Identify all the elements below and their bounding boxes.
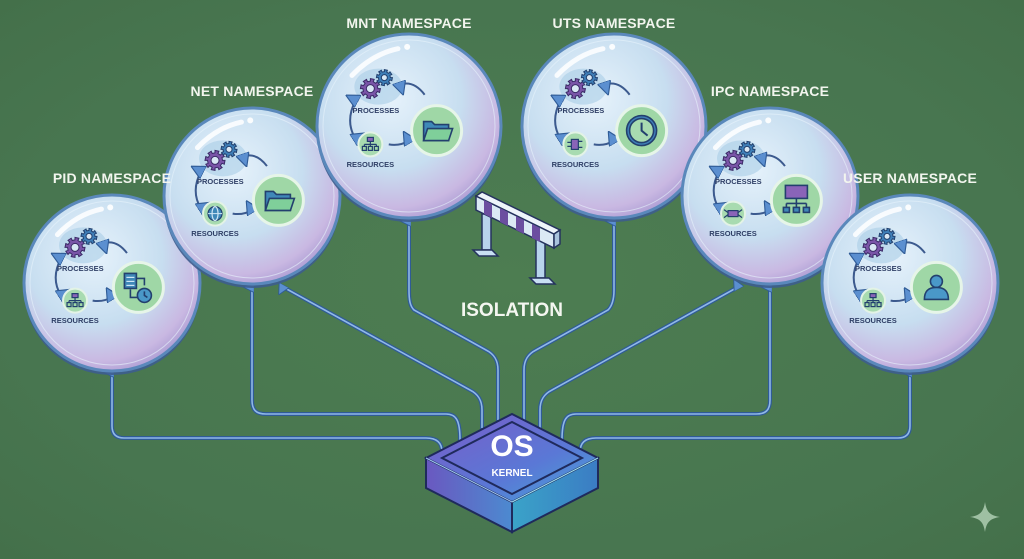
namespace-bubble-user[interactable]	[820, 193, 1000, 375]
namespace-bubble-pid[interactable]	[22, 193, 202, 375]
resources-label: RESOURCES	[191, 228, 239, 238]
gears-icon	[64, 227, 98, 259]
bubble-highlight	[554, 46, 606, 78]
namespace-title-uts: UTS NAMESPACE	[552, 15, 676, 31]
hierarchy-icon	[361, 136, 379, 151]
cycle-arrows-icon	[714, 155, 786, 214]
globe-icon	[207, 206, 223, 222]
namespace-title-net: NET NAMESPACE	[190, 83, 314, 99]
sparkle-icon	[970, 502, 1000, 532]
resources-label: RESOURCES	[709, 228, 757, 238]
gears-icon	[564, 68, 599, 100]
namespace-title-user: USER NAMESPACE	[842, 170, 978, 186]
namespace-bubble-uts[interactable]	[520, 32, 708, 222]
namespace-bubble-ipc[interactable]	[680, 106, 860, 288]
namespace-bubble-mnt[interactable]	[315, 32, 503, 222]
connector-net-a	[252, 287, 462, 442]
processes-label: PROCESSES	[352, 105, 400, 115]
namespace-title-ipc: IPC NAMESPACE	[710, 83, 830, 99]
gears-icon	[722, 140, 756, 172]
gears-icon	[359, 68, 394, 100]
connector-net-b	[283, 287, 484, 430]
namespace-bubbles	[22, 32, 1000, 375]
processes-label: PROCESSES	[196, 176, 244, 186]
cycle-arrows-icon	[196, 155, 268, 214]
namespace-title-pid: PID NAMESPACE	[52, 170, 172, 186]
user-icon	[923, 274, 950, 301]
gears-icon	[204, 140, 238, 172]
bubble-highlight	[349, 46, 401, 78]
cycle-arrows-icon	[854, 242, 926, 301]
gears-icon	[862, 227, 896, 259]
connector-mnt	[409, 221, 500, 422]
list-clock-icon	[123, 272, 153, 304]
kernel-subtitle: KERNEL	[491, 468, 533, 479]
connectors	[112, 221, 910, 454]
hierarchy-icon	[864, 293, 882, 308]
barrier-icon	[471, 191, 562, 285]
bubble-highlight	[54, 206, 104, 238]
kernel-chip	[423, 412, 601, 534]
bubble-highlight	[194, 119, 244, 151]
cycle-arrows-icon	[56, 242, 128, 301]
namespace-title-mnt: MNT NAMESPACE	[346, 15, 472, 31]
isolation-label: ISOLATION	[460, 300, 564, 321]
bubble-highlight	[852, 206, 902, 238]
chip-icon	[723, 209, 743, 219]
cycle-arrows-icon	[555, 84, 631, 145]
plug-icon	[567, 138, 583, 150]
resources-label: RESOURCES	[51, 315, 99, 325]
clock-icon	[625, 114, 658, 147]
connector-user	[578, 372, 910, 454]
hierarchy-icon	[66, 293, 84, 308]
bubble-highlight	[712, 119, 762, 151]
monitor-network-icon	[782, 184, 811, 214]
folder-icon	[422, 120, 454, 142]
connector-ipc-a	[538, 287, 738, 430]
connector-ipc-b	[560, 287, 770, 442]
resources-label: RESOURCES	[551, 160, 600, 170]
processes-label: PROCESSES	[854, 263, 902, 273]
processes-label: PROCESSES	[557, 105, 605, 115]
connector-pid	[112, 372, 444, 454]
processes-label: PROCESSES	[56, 263, 104, 273]
connector-uts	[522, 221, 614, 422]
cycle-arrows-icon	[350, 84, 426, 145]
kernel-title: OS	[490, 430, 534, 463]
resources-label: RESOURCES	[849, 315, 897, 325]
folder-icon	[264, 190, 296, 212]
namespace-bubble-net[interactable]	[162, 106, 342, 288]
processes-label: PROCESSES	[714, 176, 762, 186]
resources-label: RESOURCES	[346, 160, 395, 170]
